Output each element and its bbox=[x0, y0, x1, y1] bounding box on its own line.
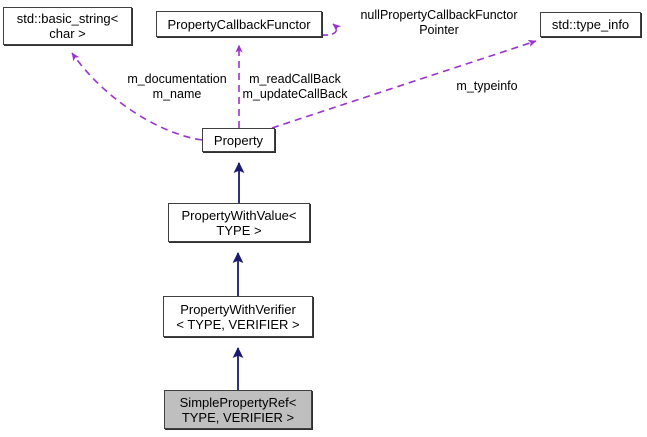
class-node-property-with-value[interactable]: PropertyWithValue< TYPE > bbox=[168, 203, 310, 242]
usage-edge-null-callback-pointer bbox=[321, 23, 342, 36]
class-node-std-basic-string[interactable]: std::basic_string< char > bbox=[3, 7, 132, 45]
class-node-std-type-info[interactable]: std::type_info bbox=[540, 12, 641, 37]
edge-label-callbacks: m_readCallBack m_updateCallBack bbox=[242, 72, 348, 101]
edge-label-documentation-name: m_documentation m_name bbox=[127, 72, 227, 101]
edge-label-typeinfo: m_typeinfo bbox=[456, 79, 518, 93]
class-node-property-with-verifier[interactable]: PropertyWithVerifier < TYPE, VERIFIER > bbox=[163, 296, 313, 337]
class-node-property-callback-functor[interactable]: PropertyCallbackFunctor bbox=[156, 11, 322, 37]
class-node-simple-property-ref[interactable]: SimplePropertyRef< TYPE, VERIFIER > bbox=[164, 390, 312, 429]
class-node-property[interactable]: Property bbox=[202, 128, 275, 152]
edge-label-null-property-callback-functor-pointer: nullPropertyCallbackFunctor Pointer bbox=[360, 8, 518, 37]
